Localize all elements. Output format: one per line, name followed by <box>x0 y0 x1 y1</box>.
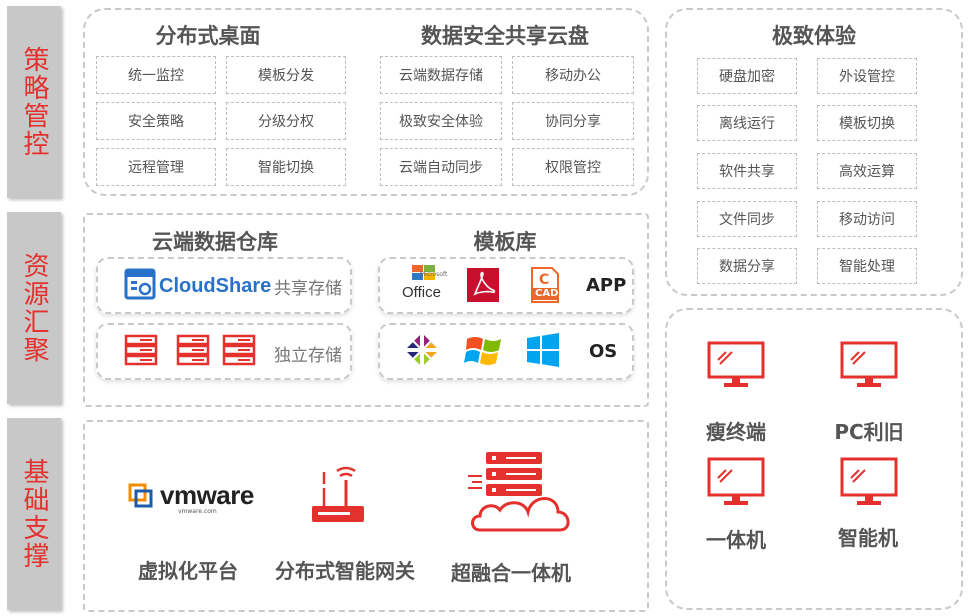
desktop-item: 安全策略 <box>96 102 216 140</box>
sidebar-policy: 策略管控 <box>7 6 61 198</box>
independent-storage-row <box>96 323 352 380</box>
cloud-disk-grid: 云端数据存储 移动办公 极致安全体验 协同分享 云端自动同步 权限管控 <box>380 56 636 190</box>
pc-reuse-label: PC利旧 <box>834 420 904 444</box>
independent-storage-label: 独立存储 <box>274 346 342 366</box>
windows-icon <box>527 333 559 367</box>
experience-item: 数据分享 <box>697 248 797 284</box>
sidebar-resource: 资源汇聚 <box>7 212 61 404</box>
experience-title: 极致体验 <box>772 24 856 48</box>
windows-xp-icon <box>464 337 501 365</box>
monitor-icon <box>707 341 765 387</box>
server-icon <box>124 334 158 366</box>
experience-item: 文件同步 <box>697 201 797 237</box>
desktop-item: 统一监控 <box>96 56 216 94</box>
template-lib-title: 模板库 <box>473 230 537 254</box>
resource-panel <box>83 213 649 407</box>
experience-grid: 硬盘加密 外设管控 离线运行 模板切换 软件共享 高效运算 文件同步 移动访问 … <box>697 58 919 288</box>
os-template-row <box>378 323 634 380</box>
office-logo-icon <box>412 265 435 280</box>
vmware-logo-icon <box>128 483 153 508</box>
desktop-item: 模板分发 <box>226 56 346 94</box>
monitor-icon <box>707 457 765 505</box>
vmware-url-text: vmware.com <box>178 508 217 515</box>
cad-text: CAD <box>535 288 559 299</box>
devices-panel <box>665 308 963 610</box>
monitor-icon <box>840 457 898 505</box>
monitor-icon <box>840 341 898 387</box>
thin-client-label: 瘦终端 <box>706 420 766 444</box>
shared-storage-label: 共享存储 <box>274 279 342 299</box>
experience-item: 移动访问 <box>817 201 917 237</box>
virtualization-platform-label: 虚拟化平台 <box>138 559 238 583</box>
experience-item: 软件共享 <box>697 153 797 189</box>
experience-panel <box>665 8 963 296</box>
cloud-disk-item: 协同分享 <box>512 102 634 140</box>
office-logo-text: Office <box>402 284 441 301</box>
all-in-one-label: 一体机 <box>706 528 766 552</box>
cloud-disk-item: 权限管控 <box>512 148 634 186</box>
pdf-icon <box>467 268 499 302</box>
experience-item: 外设管控 <box>817 58 917 94</box>
policy-panel <box>83 8 649 196</box>
sidebar-resource-label: 资源汇聚 <box>19 252 49 364</box>
desktop-title: 分布式桌面 <box>155 24 261 48</box>
app-label: APP <box>586 275 627 296</box>
smart-device-label: 智能机 <box>838 526 898 550</box>
sidebar-policy-label: 策略管控 <box>19 46 49 158</box>
experience-item: 高效运算 <box>817 153 917 189</box>
desktop-item: 远程管理 <box>96 148 216 186</box>
router-icon <box>312 466 364 522</box>
cloud-disk-item: 极致安全体验 <box>380 102 502 140</box>
experience-item: 离线运行 <box>697 105 797 141</box>
experience-item: 硬盘加密 <box>697 58 797 94</box>
hyperconverged-icon <box>468 452 570 532</box>
experience-item: 智能处理 <box>817 248 917 284</box>
cloudshare-row <box>96 257 352 314</box>
svg-text:C: C <box>539 272 549 288</box>
centos-icon <box>405 333 439 367</box>
cloudshare-logo-icon <box>124 268 156 300</box>
experience-item: 模板切换 <box>817 105 917 141</box>
cloud-disk-item: 云端自动同步 <box>380 148 502 186</box>
server-icon <box>222 334 256 366</box>
desktop-grid: 统一监控 模板分发 安全策略 分级分权 远程管理 智能切换 <box>96 56 348 190</box>
base-panel <box>83 420 649 612</box>
cad-icon: C <box>531 267 559 303</box>
desktop-item: 分级分权 <box>226 102 346 140</box>
os-label: OS <box>589 341 618 362</box>
cloud-disk-item: 移动办公 <box>512 56 634 94</box>
desktop-item: 智能切换 <box>226 148 346 186</box>
app-template-row <box>378 257 634 314</box>
cloud-disk-item: 云端数据存储 <box>380 56 502 94</box>
warehouse-title: 云端数据仓库 <box>152 230 278 254</box>
microsoft-text: Microsoft <box>420 271 448 278</box>
sidebar-base-label: 基础支撑 <box>19 458 49 570</box>
distributed-gateway-label: 分布式智能网关 <box>275 559 415 583</box>
sidebar-base: 基础支撑 <box>7 418 61 610</box>
cloud-disk-title: 数据安全共享云盘 <box>421 24 589 48</box>
server-icon <box>176 334 210 366</box>
cloudshare-logo-text: CloudShare <box>159 275 272 297</box>
hci-label: 超融合一体机 <box>451 561 571 585</box>
vmware-logo-text: vmware <box>160 480 254 510</box>
